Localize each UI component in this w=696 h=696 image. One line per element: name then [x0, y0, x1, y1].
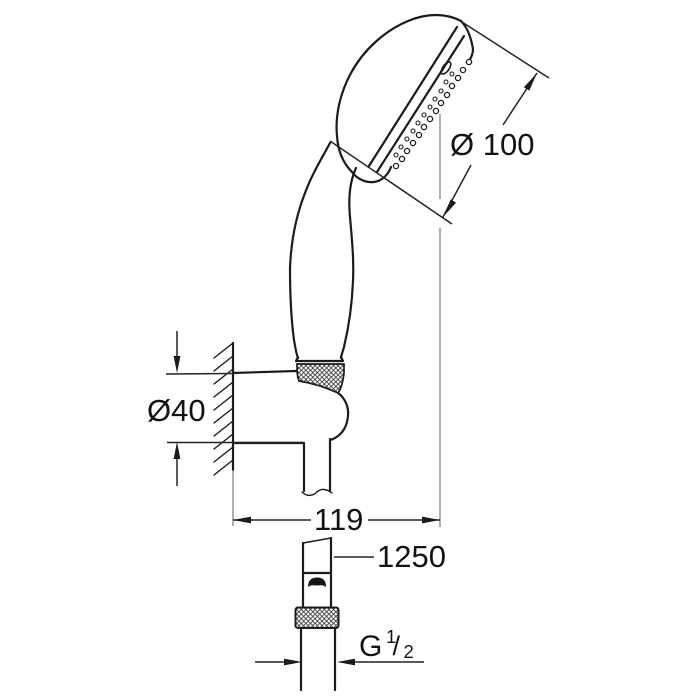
hose-break-cut [302, 537, 332, 544]
dim-thread-size: G 1 / 2 [255, 626, 424, 666]
dim-hose-length-label: 1250 [377, 539, 446, 574]
dim-holder-diameter: Ø40 [147, 331, 304, 486]
spray-face-plate-line [375, 34, 466, 174]
shower-head-rim [459, 19, 475, 63]
dim-wall-offset-label: 119 [314, 502, 363, 537]
handle-left-edge [288, 141, 332, 360]
handle-right-edge [339, 166, 358, 360]
shower-head [335, 13, 475, 184]
spray-nozzle-dots [392, 58, 473, 170]
hose-break-cut [301, 488, 333, 497]
dim-holder-diameter-label: Ø40 [147, 393, 206, 428]
shower-hose-upper [301, 437, 333, 497]
dim-thread-slash: / [393, 631, 401, 661]
shower-hose-lower [294, 536, 340, 692]
dim-thread-numerator: 1 [386, 626, 396, 647]
dim-thread-g-label: G [359, 630, 382, 663]
dim-head-diameter-label: Ø 100 [450, 127, 534, 162]
wall-hatching [213, 341, 235, 476]
hose-knurled-nut [294, 606, 340, 629]
shower-handle [288, 141, 358, 363]
dim-hose-length: 1250 [334, 539, 446, 574]
holder-knurled-collar [296, 363, 345, 395]
dim-head-diameter: Ø 100 [329, 21, 550, 225]
spray-face-edge-line [367, 25, 459, 168]
wall-holder [231, 363, 350, 445]
brand-logo-mark [308, 577, 326, 587]
projection-lines [232, 114, 441, 527]
holder-body-profile [328, 391, 350, 442]
dim-wall-offset: 119 [233, 502, 440, 537]
spray-face-slot [440, 61, 452, 75]
dim-thread-denominator: 2 [404, 641, 414, 662]
handle-cap [294, 355, 345, 363]
shower-head-body-outline [335, 13, 463, 184]
